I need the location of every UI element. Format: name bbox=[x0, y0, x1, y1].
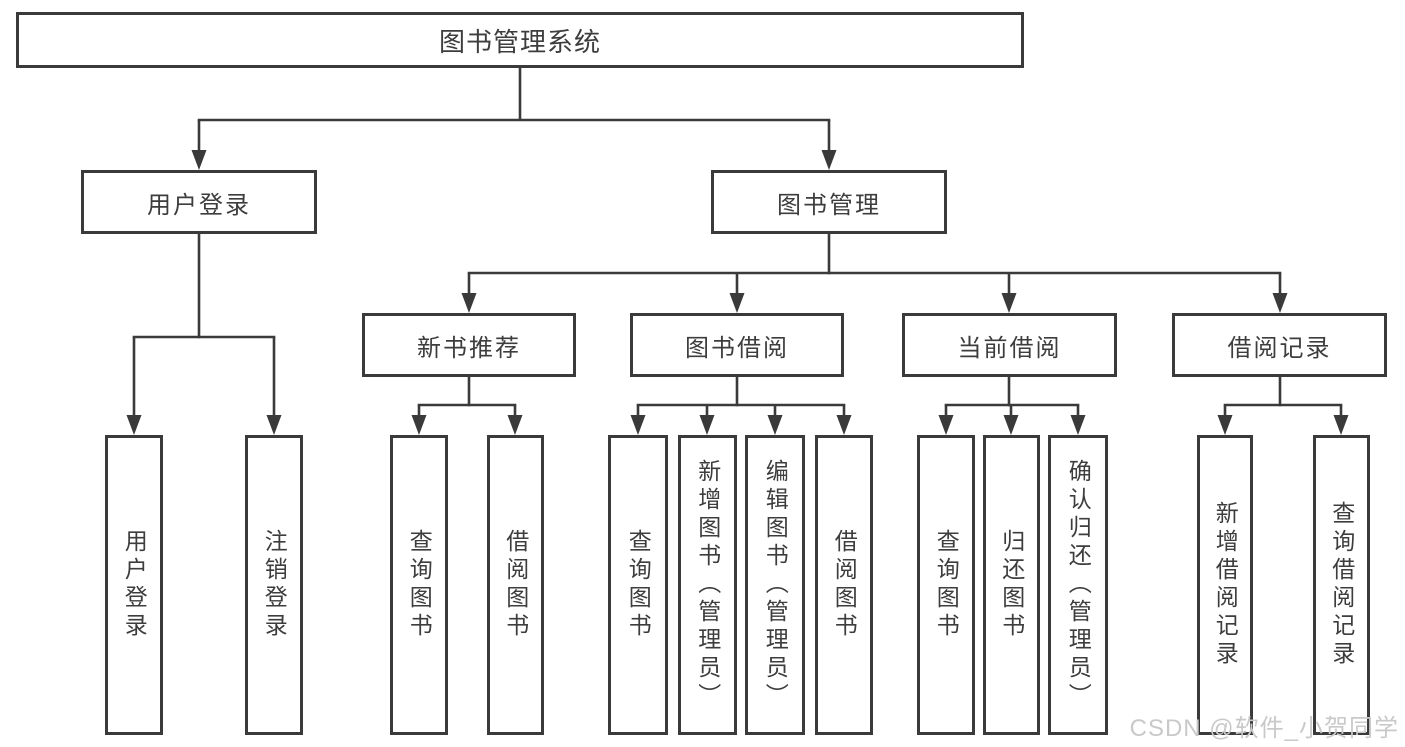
node-user-login: 用户登录 bbox=[81, 170, 317, 234]
node-borrowing-records: 借阅记录 bbox=[1172, 313, 1387, 377]
leaf-query-borrow-record: 查询借阅记录 bbox=[1313, 435, 1370, 735]
leaf-confirm-return-admin: 确认归还（管理员） bbox=[1048, 435, 1108, 735]
node-current-borrowing: 当前借阅 bbox=[902, 313, 1117, 377]
leaf-add-borrow-record: 新增借阅记录 bbox=[1197, 435, 1253, 735]
leaf-edit-books-admin: 编辑图书（管理员） bbox=[745, 435, 805, 735]
leaf-add-books-admin: 新增图书（管理员） bbox=[678, 435, 737, 735]
leaf-logout: 注销登录 bbox=[245, 435, 303, 735]
csdn-watermark: CSDN @软件_小贺同学 bbox=[1129, 715, 1399, 742]
leaf-borrow-books: 借阅图书 bbox=[487, 435, 544, 735]
leaf-query-books: 查询图书 bbox=[917, 435, 975, 735]
node-book-management: 图书管理 bbox=[711, 170, 947, 234]
node-book-borrowing: 图书借阅 bbox=[630, 313, 844, 377]
leaf-borrow-books: 借阅图书 bbox=[815, 435, 873, 735]
leaf-query-books: 查询图书 bbox=[608, 435, 668, 735]
leaf-user-login: 用户登录 bbox=[105, 435, 163, 735]
leaf-return-books: 归还图书 bbox=[983, 435, 1040, 735]
node-new-book-recommend: 新书推荐 bbox=[362, 313, 576, 377]
node-library-management-system: 图书管理系统 bbox=[16, 12, 1024, 68]
leaf-query-books: 查询图书 bbox=[390, 435, 448, 735]
